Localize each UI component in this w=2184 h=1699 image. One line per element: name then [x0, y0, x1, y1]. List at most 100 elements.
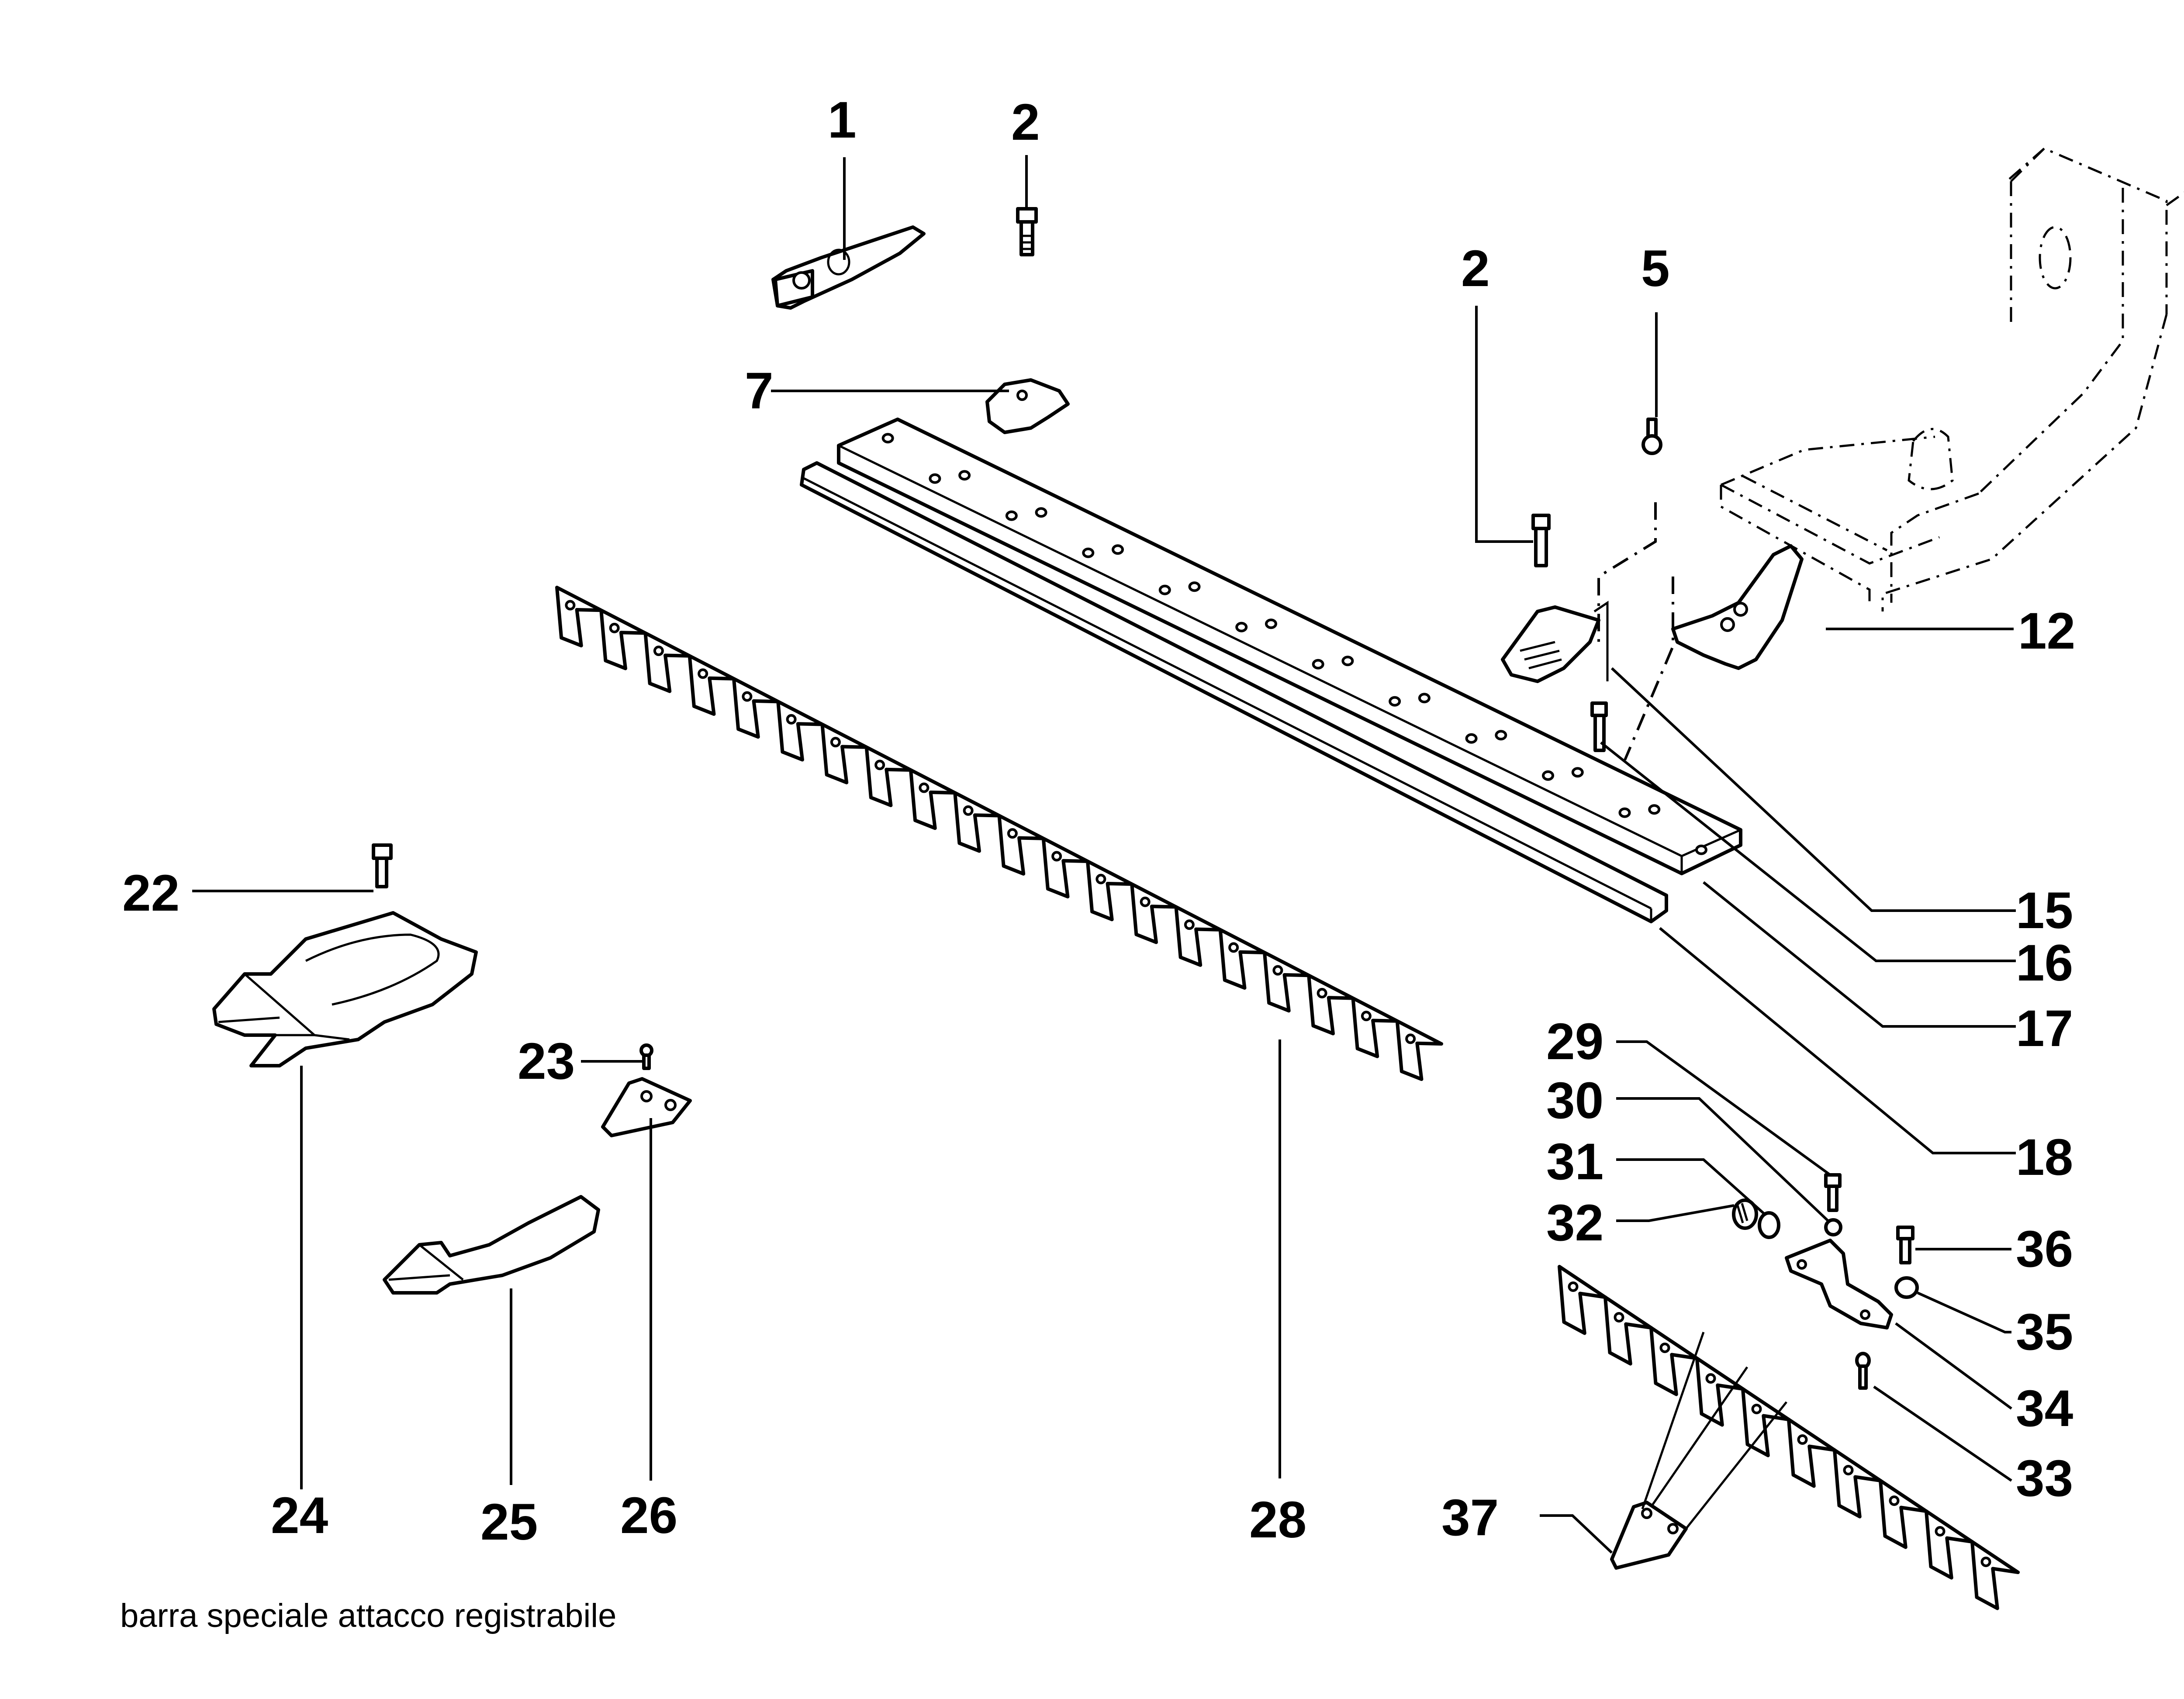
bolt-16-icon: [1590, 701, 1608, 752]
bolt-2b-icon: [1531, 514, 1551, 567]
callout-26[interactable]: 26: [620, 1487, 677, 1544]
knife-37-hole: [1935, 1526, 1946, 1537]
bar-hole: [1389, 696, 1401, 707]
bar-hole: [1235, 622, 1248, 632]
callout-2-upper[interactable]: 2: [1011, 93, 1040, 151]
knife-28-hole: [1361, 1011, 1372, 1022]
knife-28-spine: [556, 586, 1442, 1045]
callout-34[interactable]: 34: [2016, 1380, 2073, 1437]
bushing-32-icon: [1732, 1198, 1758, 1230]
callout-23[interactable]: 23: [518, 1033, 575, 1090]
callout-25[interactable]: 25: [480, 1493, 538, 1551]
callout-24[interactable]: 24: [271, 1487, 328, 1544]
leader-lines: [192, 155, 2016, 1554]
knife-37-hole: [1614, 1312, 1624, 1323]
knife-28-hole: [698, 668, 708, 679]
bar-hole: [1188, 581, 1201, 592]
bolt-5-icon: [1641, 418, 1662, 455]
bolt-2-icon: [1016, 207, 1038, 256]
knife-blade-37-icon: [1558, 1265, 2020, 1610]
knife-37-hole: [1659, 1343, 1670, 1353]
section-37-leader-lines: [1641, 1332, 1787, 1530]
single-guard-25-icon: [383, 1195, 600, 1295]
callout-labels: 1 2 7 2 5 12 15 16 17 18 22 23 24 25 26 …: [122, 91, 2075, 1551]
clip-12-icon: [1671, 544, 1804, 670]
bar-hole: [1005, 510, 1018, 521]
bar-hole: [1112, 544, 1124, 555]
knife-28-hole: [786, 714, 797, 725]
clip-1-icon: [771, 225, 926, 310]
knife-28-outline: [555, 586, 1443, 1081]
assembly-line-5: [1597, 502, 1657, 642]
callout-12[interactable]: 12: [2018, 602, 2075, 660]
knife-28-hole: [1051, 851, 1062, 862]
rivet-23-icon: [639, 1043, 653, 1070]
callout-32[interactable]: 32: [1546, 1194, 1603, 1252]
knife-28-hole: [1007, 828, 1018, 839]
callout-28[interactable]: 28: [1249, 1491, 1306, 1549]
diagram-caption: barra speciale attacco registrabile: [120, 1597, 616, 1634]
wear-plate-7-icon: [985, 378, 1070, 434]
bolt-22-icon: [372, 843, 393, 888]
bar-hole: [1465, 733, 1478, 744]
knife-28-hole: [1272, 965, 1283, 976]
knife-28-hole: [653, 646, 664, 656]
callout-37[interactable]: 37: [1441, 1489, 1499, 1547]
ring-31-icon: [1758, 1211, 1780, 1239]
bar-hole: [929, 473, 941, 484]
bolt-36-icon: [1896, 1226, 1914, 1264]
callout-2-right[interactable]: 2: [1461, 240, 1490, 297]
bar-hole: [881, 433, 894, 444]
knife-section-26-icon: [601, 1077, 692, 1137]
knife-28-hole: [1228, 942, 1239, 953]
knife-28-hole: [1317, 988, 1327, 998]
knife-37-hole: [1568, 1281, 1579, 1292]
knife-section-37-icon: [1610, 1501, 1688, 1570]
knife-28-hole: [1140, 896, 1151, 907]
bar-hole: [1082, 547, 1095, 558]
callout-15[interactable]: 15: [2016, 882, 2073, 939]
washer-30-icon: [1824, 1218, 1842, 1236]
clip-15-icon: [1501, 601, 1609, 683]
flat-bar-18-icon: [800, 461, 1668, 923]
bar-hole: [1571, 767, 1584, 778]
rivet-33-icon: [1855, 1352, 1871, 1390]
knife-head-34-icon: [1785, 1239, 1893, 1330]
bar-hole: [1341, 656, 1354, 666]
knife-28-hole: [874, 760, 885, 770]
knife-28-hole: [830, 737, 841, 748]
callout-35[interactable]: 35: [2016, 1303, 2073, 1361]
cutter-bar-holes: [881, 433, 1707, 855]
callout-17[interactable]: 17: [2016, 1000, 2073, 1057]
callout-30[interactable]: 30: [1546, 1072, 1603, 1129]
callout-31[interactable]: 31: [1546, 1133, 1603, 1191]
bar-hole: [1542, 770, 1555, 781]
callout-7[interactable]: 7: [745, 362, 774, 420]
callout-16[interactable]: 16: [2016, 934, 2073, 992]
mower-frame-icon: [1720, 147, 2184, 611]
knife-37-spine: [1559, 1265, 2019, 1574]
callout-5[interactable]: 5: [1641, 240, 1670, 297]
knife-28-hole: [609, 622, 620, 633]
knife-28-hole: [742, 691, 753, 702]
bar-hole: [1648, 804, 1661, 815]
callout-29[interactable]: 29: [1546, 1013, 1603, 1071]
callout-36[interactable]: 36: [2016, 1220, 2073, 1278]
callout-22[interactable]: 22: [122, 864, 180, 922]
bar-hole: [1618, 807, 1631, 818]
bar-hole: [1495, 730, 1507, 741]
bar-hole: [958, 470, 971, 481]
assembly-line-12: [1624, 577, 1674, 761]
double-guard-24-icon: [212, 911, 478, 1067]
knife-37-outline: [1558, 1265, 2020, 1610]
callout-18[interactable]: 18: [2016, 1129, 2073, 1186]
callout-33[interactable]: 33: [2016, 1450, 2073, 1507]
knife-37-hole: [1751, 1404, 1762, 1414]
callout-1[interactable]: 1: [828, 91, 857, 149]
knife-28-hole: [963, 805, 974, 816]
knife-28-hole: [565, 600, 576, 611]
knife-28-hole: [1095, 874, 1106, 884]
knife-37-hole: [1843, 1465, 1854, 1475]
knife-37-hole: [1980, 1557, 1991, 1567]
